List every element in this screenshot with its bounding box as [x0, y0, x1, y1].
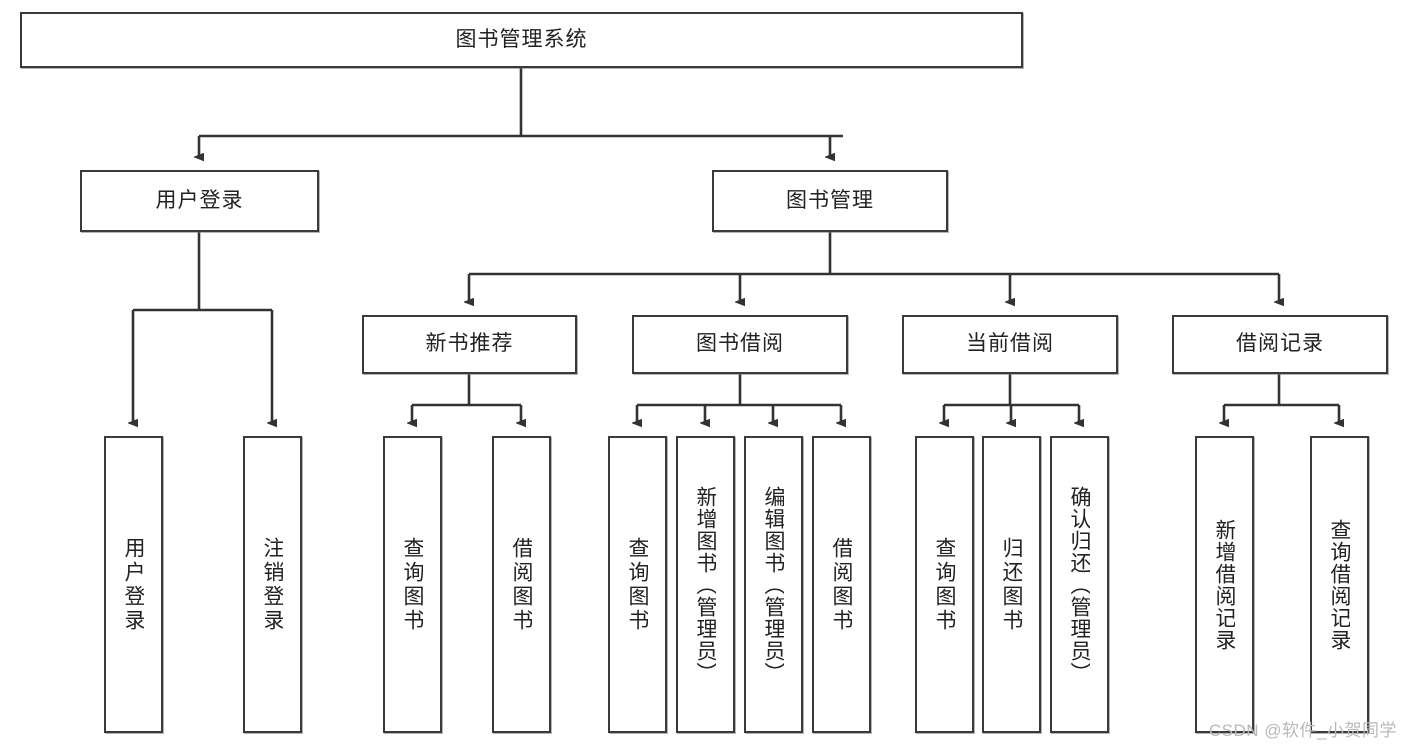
node-book-borrow-label: 图书借阅 — [696, 332, 784, 356]
node-leaf-edit-book[interactable]: 编辑图书（管理员） — [744, 436, 803, 733]
node-root[interactable]: 图书管理系统 — [20, 12, 1023, 68]
node-leaf-query-book-2[interactable]: 查询图书 — [608, 436, 667, 733]
node-leaf-user-login[interactable]: 用户登录 — [104, 436, 163, 733]
node-user-login-label: 用户登录 — [155, 188, 244, 212]
node-root-label: 图书管理系统 — [455, 27, 588, 51]
node-leaf-borrow-book-1-label: 借阅图书 — [511, 536, 532, 633]
node-new-book-rec[interactable]: 新书推荐 — [362, 315, 577, 374]
node-leaf-borrow-book-2-label: 借阅图书 — [831, 536, 852, 633]
node-new-book-rec-label: 新书推荐 — [425, 332, 514, 356]
node-borrow-record[interactable]: 借阅记录 — [1172, 315, 1388, 374]
node-leaf-query-record-label: 查询借阅记录 — [1329, 518, 1350, 651]
node-leaf-confirm-return-label: 确认归还（管理员） — [1069, 485, 1090, 684]
node-book-manage[interactable]: 图书管理 — [712, 170, 948, 232]
node-current-borrow[interactable]: 当前借阅 — [902, 315, 1118, 374]
node-leaf-logout-label: 注销登录 — [262, 536, 283, 633]
node-leaf-confirm-return[interactable]: 确认归还（管理员） — [1050, 436, 1109, 733]
node-leaf-logout[interactable]: 注销登录 — [243, 436, 302, 733]
node-borrow-record-label: 借阅记录 — [1236, 332, 1324, 356]
node-book-borrow[interactable]: 图书借阅 — [632, 315, 848, 374]
node-leaf-return-book[interactable]: 归还图书 — [982, 436, 1041, 733]
node-leaf-query-book-3[interactable]: 查询图书 — [915, 436, 974, 733]
node-leaf-query-book-3-label: 查询图书 — [934, 536, 955, 633]
node-leaf-query-record[interactable]: 查询借阅记录 — [1310, 436, 1369, 733]
node-leaf-add-book-label: 新增图书（管理员） — [695, 485, 716, 684]
node-leaf-return-book-label: 归还图书 — [1001, 536, 1022, 633]
node-leaf-add-record[interactable]: 新增借阅记录 — [1195, 436, 1254, 733]
node-book-manage-label: 图书管理 — [786, 188, 874, 212]
node-leaf-add-book[interactable]: 新增图书（管理员） — [676, 436, 735, 733]
node-leaf-borrow-book-1[interactable]: 借阅图书 — [492, 436, 551, 733]
node-leaf-query-book-1[interactable]: 查询图书 — [383, 436, 442, 733]
node-leaf-edit-book-label: 编辑图书（管理员） — [763, 485, 784, 684]
node-leaf-user-login-label: 用户登录 — [123, 536, 144, 633]
node-leaf-borrow-book-2[interactable]: 借阅图书 — [812, 436, 871, 733]
node-current-borrow-label: 当前借阅 — [966, 332, 1054, 356]
node-leaf-query-book-2-label: 查询图书 — [627, 536, 648, 633]
node-user-login[interactable]: 用户登录 — [80, 170, 319, 232]
node-leaf-add-record-label: 新增借阅记录 — [1214, 518, 1235, 651]
node-leaf-query-book-1-label: 查询图书 — [402, 536, 423, 633]
